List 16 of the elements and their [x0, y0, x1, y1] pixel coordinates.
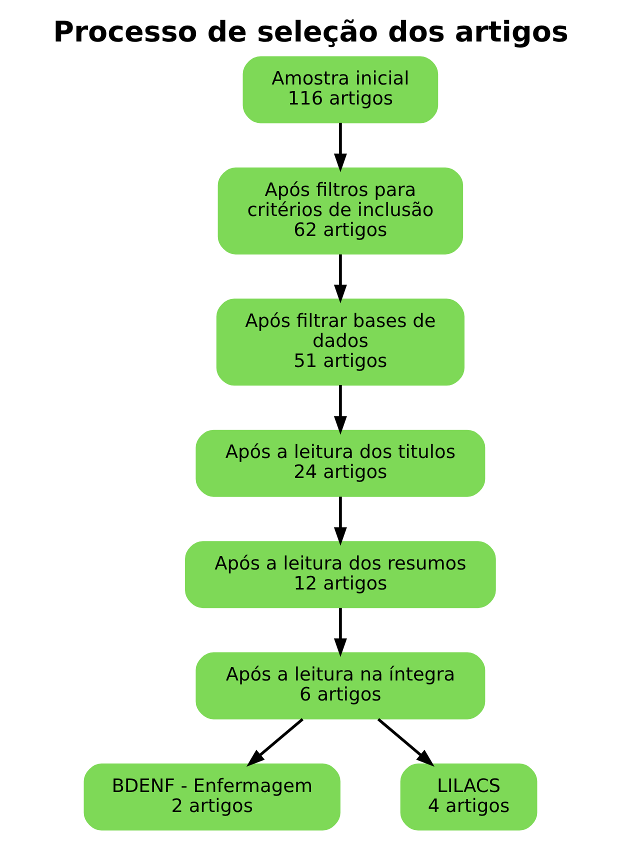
diagram-title: Processo de seleção dos artigos [52, 15, 568, 48]
node-box: Após filtros para critérios de inclusão 62 artigos [217, 167, 463, 254]
arrow [246, 718, 304, 767]
node-box: LILACS 4 artigos [400, 764, 537, 831]
arrow [333, 384, 346, 435]
node-box: Após a leitura na íntegra 6 artigos [195, 652, 485, 720]
node-box: Após a leitura dos resumos 12 artigos [184, 541, 496, 608]
arrow [333, 122, 346, 172]
arrow [376, 718, 434, 767]
node-box: Amostra inicial 116 artigos [242, 56, 438, 124]
arrow [333, 608, 346, 657]
node-box: Após filtrar bases de dados 51 artigos [216, 298, 464, 386]
arrow [333, 254, 346, 304]
arrow [333, 496, 346, 546]
node-box: BDENF - Enfermagem 2 artigos [83, 764, 340, 831]
node-box: Após a leitura dos titulos 24 artigos [195, 430, 485, 497]
